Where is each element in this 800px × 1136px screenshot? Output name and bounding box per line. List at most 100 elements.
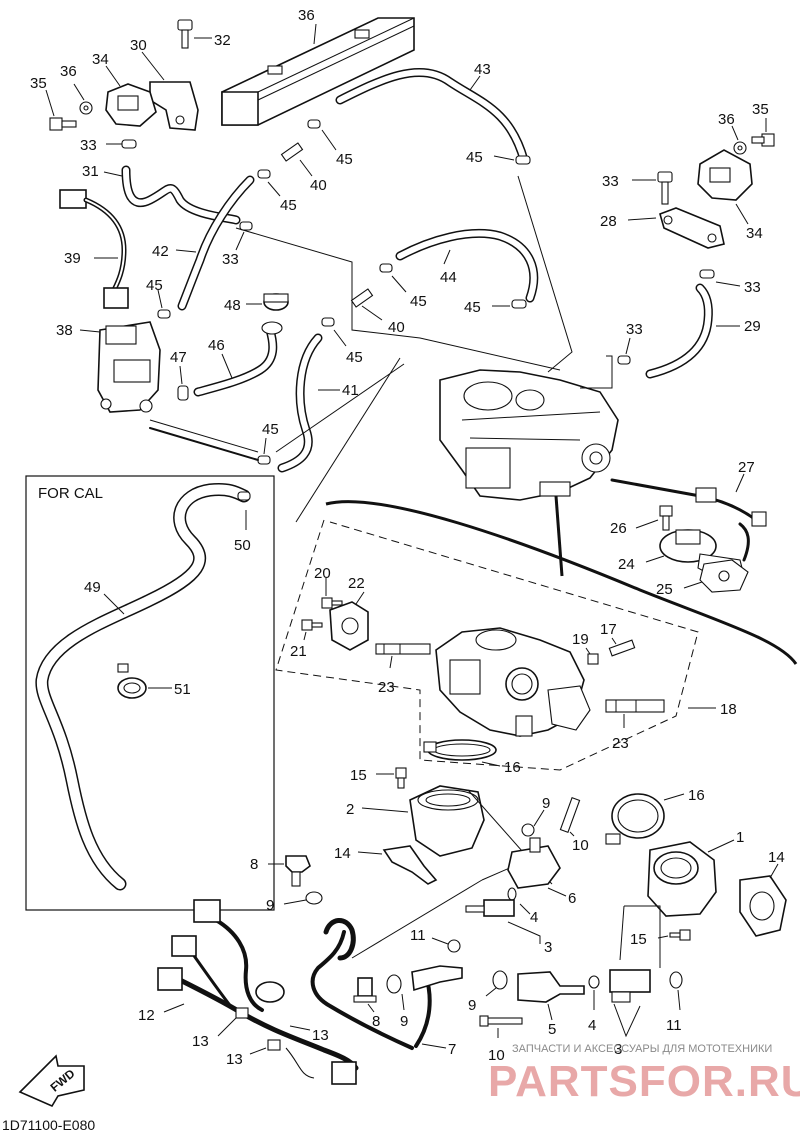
svg-text:23: 23 (378, 679, 395, 696)
callout-32-left: 32 (194, 32, 231, 49)
svg-text:49: 49 (84, 579, 101, 596)
part-25-gasket (699, 522, 750, 593)
callout-40-mid: 40 (361, 305, 405, 336)
callout-11-lower: 11 (666, 989, 682, 1034)
svg-text:9: 9 (542, 795, 550, 812)
part-48-cap (263, 293, 289, 311)
svg-text:27: 27 (738, 459, 755, 476)
callout-1: 1 (707, 829, 744, 853)
part-50-clamp (237, 491, 251, 501)
hose-29 (645, 283, 713, 379)
callout-24: 24 (618, 555, 665, 573)
callout-42: 42 (152, 243, 197, 260)
callout-15-right: 15 (630, 931, 669, 948)
svg-text:4: 4 (530, 909, 538, 926)
hose-31 (121, 165, 241, 225)
part-39-connector (59, 189, 129, 309)
svg-text:21: 21 (290, 643, 307, 660)
callout-34-left: 34 (92, 51, 121, 87)
callout-48: 48 (224, 297, 262, 314)
part-47-clamp (177, 385, 189, 401)
part-14-bracket-right (739, 875, 787, 937)
callout-3-upper: 3 (507, 921, 552, 956)
svg-text:32: 32 (214, 32, 231, 49)
part-33-clamp-c (617, 355, 631, 365)
part-36-washer-left (79, 101, 93, 115)
part-23-screw-set-left (375, 643, 431, 655)
callout-45-h: 45 (146, 277, 163, 309)
callout-41: 41 (318, 382, 359, 399)
throttle-body-assembly-top (439, 369, 619, 501)
part-51-clamp (117, 663, 147, 699)
for-cal-inset: FOR CAL (25, 475, 275, 911)
part-3-injector-upper (465, 899, 515, 917)
part-45-clamp-e (511, 299, 527, 309)
callout-23-left: 23 (378, 655, 395, 696)
callout-33-b: 33 (222, 231, 245, 268)
callout-9-b: 9 (266, 897, 307, 914)
part-9-washer-d (492, 970, 508, 990)
callout-33-c: 33 (625, 321, 643, 355)
svg-text:36: 36 (60, 63, 77, 80)
svg-text:35: 35 (752, 101, 769, 118)
callout-46: 46 (208, 337, 233, 379)
svg-text:FOR CAL: FOR CAL (38, 485, 103, 502)
svg-text:10: 10 (488, 1047, 505, 1064)
hose-46 (193, 321, 283, 397)
callout-45-d: 45 (391, 275, 427, 310)
part-33-clamp-d (699, 269, 715, 279)
part-45-clamp-f (321, 317, 335, 327)
part-8-bolt-lower (353, 977, 377, 1003)
svg-text:4: 4 (588, 1017, 596, 1034)
hose-43 (335, 67, 529, 165)
svg-text:23: 23 (612, 735, 629, 752)
svg-text:45: 45 (262, 421, 279, 438)
callout-34-right: 34 (735, 203, 763, 242)
svg-text:38: 38 (56, 322, 73, 339)
part-6-rail (507, 837, 561, 889)
callout-20: 20 (314, 565, 331, 596)
part-15-screw-upper (395, 767, 407, 789)
fwd-arrow-icon: FWD (18, 1054, 85, 1108)
part-22-sensor (329, 601, 369, 651)
svg-text:40: 40 (388, 319, 405, 336)
svg-text:45: 45 (146, 277, 163, 294)
callout-51: 51 (148, 681, 191, 698)
svg-text:36: 36 (298, 7, 315, 24)
callout-44: 44 (440, 249, 457, 286)
part-32-bolt-left (177, 19, 193, 49)
callout-14-right: 14 (768, 849, 785, 879)
part-fuel-fitting (411, 965, 463, 992)
svg-text:48: 48 (224, 297, 241, 314)
callout-17: 18 (688, 701, 737, 718)
svg-text:9: 9 (468, 997, 476, 1014)
part-1-joint (647, 841, 717, 917)
callout-33-d: 33 (715, 279, 761, 296)
part-30-bracket (149, 81, 199, 131)
callout-13-c: 13 (226, 1047, 267, 1068)
callout-49: 49 (84, 579, 125, 615)
svg-text:39: 39 (64, 250, 81, 267)
callout-9-a: 9 (533, 795, 550, 827)
svg-text:11: 11 (666, 1017, 682, 1034)
svg-text:47: 47 (170, 349, 187, 366)
svg-text:45: 45 (280, 197, 297, 214)
callout-31: 31 (82, 163, 123, 180)
part-2-joint (409, 785, 485, 857)
svg-text:6: 6 (568, 890, 576, 907)
callout-4-upper: 4 (519, 903, 538, 926)
part-4-oring-lower (588, 975, 600, 989)
part-9-washer-b (305, 891, 323, 905)
part-9-washer-c (386, 974, 402, 994)
callout-38: 38 (56, 322, 101, 339)
callout-14-left: 14 (334, 845, 383, 862)
guide-line-b (275, 175, 613, 523)
callout-15-upper: 15 (350, 767, 394, 784)
guide-line-d (619, 905, 661, 968)
callout-2: 2 (346, 801, 409, 818)
svg-text:40: 40 (310, 177, 327, 194)
svg-text:33: 33 (222, 251, 239, 268)
svg-text:7: 7 (448, 1041, 456, 1058)
callout-18: 17 (600, 621, 617, 645)
